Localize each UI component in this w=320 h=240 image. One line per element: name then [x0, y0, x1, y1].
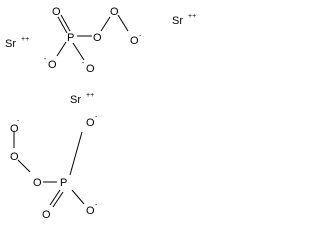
atom-o-left-top: O [48, 59, 57, 71]
atom-o-upper-bottom: O [86, 117, 95, 129]
atom-o-mid-bottom: O [10, 151, 19, 163]
charge-o-right-bottom: - [95, 202, 98, 209]
bond-p-o-bottom-top [72, 42, 85, 61]
atom-sr-middle: Sr [70, 94, 81, 106]
charge-sr-top-right: ++ [188, 13, 196, 20]
charge-sr-middle: ++ [86, 92, 94, 99]
atom-o-double-bottom: O [42, 209, 51, 221]
charge-o-top-bottom: - [17, 118, 20, 125]
atom-sr-top-left: Sr [5, 38, 16, 50]
bond-o-p-double-a-top [60, 14, 71, 32]
bond-p-o-right-bottom [71, 189, 85, 205]
chemical-structure-diagram: O P O - O - O O O - Sr ++ Sr ++ Sr ++ O … [5, 6, 196, 221]
charge-o-bottom-top: - [82, 60, 85, 67]
bond-o-o-peroxy-top [100, 16, 111, 32]
atom-o-top-bottom: O [10, 123, 19, 135]
atom-o-peroxy-top: O [93, 32, 102, 44]
atom-o-double-top: O [52, 6, 61, 18]
atom-p-top: P [67, 32, 74, 44]
atom-p-bottom: P [60, 177, 67, 189]
charge-o-end-top: - [139, 33, 142, 40]
atom-o-link-bottom: O [33, 177, 42, 189]
bond-p-o-left-top [56, 41, 67, 57]
bond-p-o-double-a-bottom [49, 189, 61, 206]
bond-o-p-double-b-top [57, 16, 68, 34]
charge-o-left-top: - [44, 56, 47, 63]
atom-o-end-top: O [130, 35, 139, 47]
bond-o-o-up-top [117, 14, 129, 32]
bond-o-o-diagonal-bottom [17, 159, 31, 173]
atom-o-right-bottom: O [86, 205, 95, 217]
bond-p-o-upper-bottom [69, 131, 83, 176]
atom-sr-top-right: Sr [172, 15, 183, 27]
bond-p-o-double-b-bottom [52, 191, 64, 208]
atom-o-upper-top: O [110, 6, 119, 18]
charge-o-upper-bottom: - [95, 114, 98, 121]
atom-o-bottom-top: O [86, 63, 95, 75]
charge-sr-top-left: ++ [21, 36, 29, 43]
